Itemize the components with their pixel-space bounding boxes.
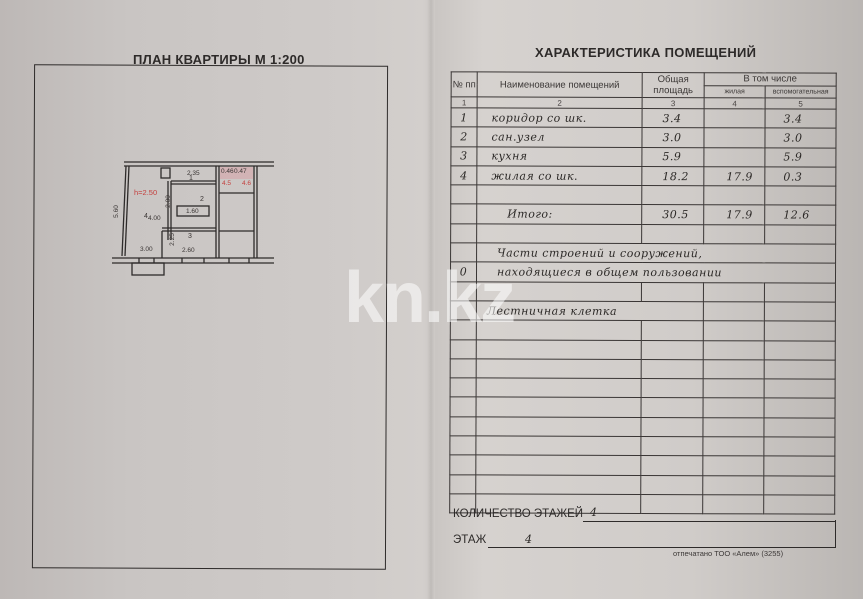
table-row: 2 сан.узел 3.0 3.0: [450, 127, 837, 148]
floors-count-label: КОЛИЧЕСТВО ЭТАЖЕЙ: [453, 508, 584, 520]
dim-label: 2.00: [164, 195, 172, 208]
table-row: 1 коридор со шк. 3.4 3.4: [451, 107, 837, 129]
total-label: Итого:: [476, 204, 642, 225]
total-row: Итого: 30.5 17.9 12.6: [450, 204, 836, 225]
header-including: В том числе: [704, 72, 837, 86]
red-mark: 4.5: [222, 180, 232, 187]
room-number: 1: [189, 175, 193, 182]
row-num: 2: [450, 127, 478, 147]
table-row-empty: [449, 435, 835, 457]
col-number: 1: [451, 96, 478, 108]
floors-count-value: 4: [590, 506, 597, 519]
dim-label: 0.47: [234, 168, 247, 175]
table-row-empty: [449, 474, 835, 496]
row-auxiliary: 3.0: [764, 128, 837, 148]
ceiling-height-label: h=2.50: [134, 188, 158, 197]
footer-border: [835, 520, 836, 548]
room-number: 2: [200, 196, 204, 203]
dim-label: 2.35: [187, 170, 200, 177]
dim-label: 5.60: [112, 205, 120, 218]
dim-label: 1.60: [186, 208, 199, 215]
table-row: 4 жилая со шк. 18.2 17.9 0.3: [450, 165, 836, 187]
row-name: сан.узел: [476, 127, 643, 148]
row-living: 17.9: [703, 166, 765, 187]
header-name: Наименование помещений: [477, 71, 643, 98]
table-row-empty: [450, 358, 836, 380]
table-row: 3 кухня 5.9 5.9: [450, 146, 836, 168]
header-num: № пп: [451, 71, 478, 97]
dim-label: 2.25: [168, 233, 176, 246]
row-name: жилая со шк.: [476, 165, 642, 186]
printed-by-note: отпечатано ТОО «Алем» (3255): [673, 549, 784, 558]
row-num: 3: [450, 146, 477, 166]
row-name: кухня: [476, 146, 642, 167]
floors-count-underline: [583, 521, 836, 522]
dim-label: 0.46: [221, 168, 234, 175]
dim-label: 2.60: [182, 247, 195, 254]
plan-frame: [31, 64, 389, 570]
table-row-empty: [450, 339, 836, 361]
col-number: 5: [765, 97, 837, 110]
row-living: [703, 128, 766, 148]
floor-label: ЭТАЖ: [453, 534, 487, 546]
rooms-title: ХАРАКТЕРИСТИКА ПОМЕЩЕНИЙ: [535, 45, 757, 60]
header-living: жилая: [704, 85, 766, 98]
header-auxiliary: вспомогательная: [765, 85, 837, 99]
floor-value: 4: [525, 533, 532, 546]
col-number: 3: [642, 97, 705, 109]
dim-label: 4.00: [148, 215, 161, 222]
floorplan-icon: [112, 161, 274, 276]
table-row-empty: [449, 416, 836, 438]
row-living: [704, 108, 766, 129]
row-name: коридор со шк.: [477, 107, 643, 128]
total-living: 17.9: [703, 205, 765, 225]
row-auxiliary: 0.3: [764, 166, 836, 187]
common-parts-line1: Части строений и сооружений,: [476, 242, 836, 264]
total-area: 30.5: [641, 204, 704, 225]
table-row-empty: [450, 377, 836, 399]
red-mark: 4.6: [242, 180, 252, 187]
room-number: 3: [188, 233, 192, 240]
row-num: 4: [450, 165, 477, 186]
row-total: 3.0: [641, 127, 705, 148]
row-total: 5.9: [641, 147, 704, 167]
table-row-empty: [450, 397, 836, 418]
common-parts-line2: находящиеся в общем пользовании: [476, 262, 836, 283]
row-auxiliary: 3.4: [765, 108, 837, 129]
total-auxiliary: 12.6: [764, 205, 836, 225]
header-total: Общая площадь: [642, 72, 705, 98]
table-row-empty: [450, 223, 836, 245]
page-fold: [427, 0, 435, 599]
row-total: 18.2: [641, 166, 704, 186]
row-total: 3.4: [642, 108, 705, 129]
plan-title: ПЛАН КВАРТИРЫ М 1:200: [133, 52, 305, 67]
row-auxiliary: 5.9: [764, 147, 836, 168]
room-number: 4: [144, 213, 148, 220]
table-row-empty: [450, 185, 836, 206]
watermark-logo: kn.kz: [344, 258, 516, 338]
floor-underline: [488, 547, 836, 548]
row-living: [703, 147, 765, 167]
dim-label: 3.00: [140, 246, 153, 253]
row-num: 1: [451, 107, 478, 128]
col-number: 4: [704, 97, 766, 109]
table-row-empty: [449, 455, 835, 476]
floorplan-drawing: h=2.50 5.60 3.00 4.00 2.00 2.35 2.25 2.6…: [104, 158, 284, 278]
col-number: 2: [477, 96, 643, 109]
